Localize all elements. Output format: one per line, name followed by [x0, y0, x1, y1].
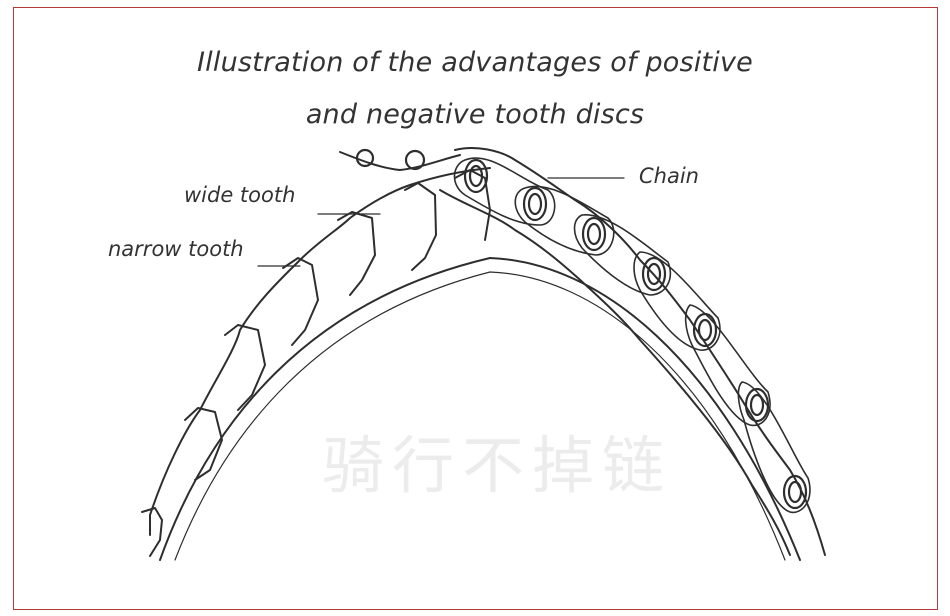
tooth	[282, 257, 319, 346]
chain-plates	[453, 157, 811, 514]
chainring-inner-edge-2	[174, 271, 786, 561]
narrow-tooth-label: narrow tooth	[108, 237, 244, 261]
tooth	[184, 407, 223, 481]
tooth	[404, 182, 437, 271]
tooth	[454, 169, 491, 241]
tooth	[141, 507, 163, 557]
watermark-text: 骑行不掉链	[321, 429, 672, 502]
wide-tooth-label: wide tooth	[184, 183, 296, 207]
chain-links	[339, 147, 826, 556]
image-border	[13, 7, 938, 610]
tooth	[337, 211, 376, 296]
chainring-rim	[149, 167, 491, 536]
title-line-2: and negative tooth discs	[305, 99, 645, 130]
tooth-group	[141, 169, 491, 557]
chain-label: Chain	[639, 164, 699, 188]
chainring-inner-edge	[159, 257, 801, 561]
title-line-1: Illustration of the advantages of positi…	[197, 47, 753, 78]
tooth	[224, 324, 266, 411]
